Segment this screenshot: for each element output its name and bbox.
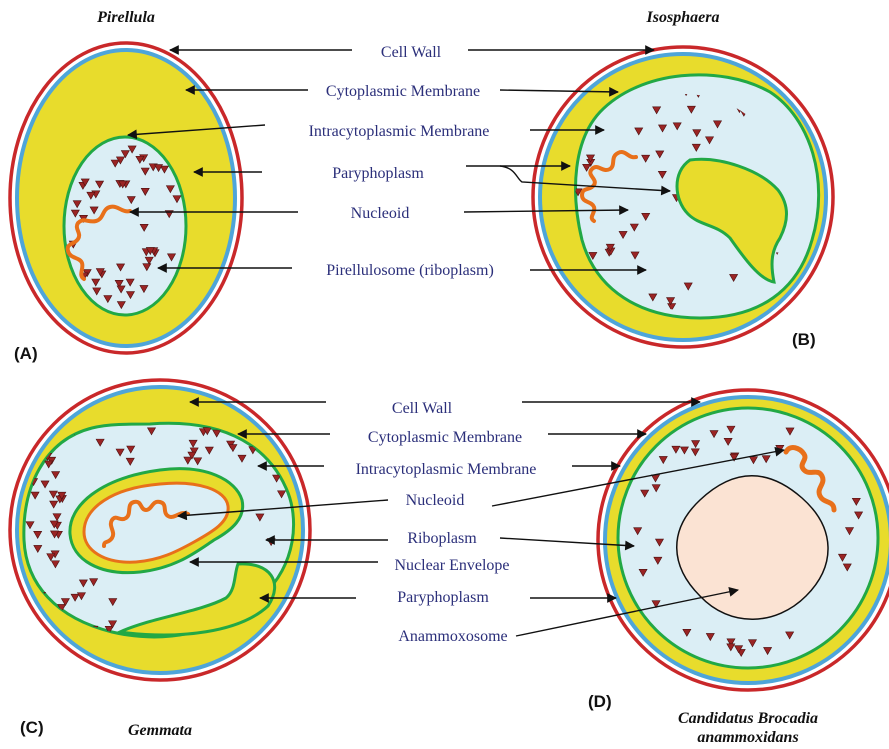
- organism-name-d-line2: anammoxidans: [697, 729, 798, 746]
- organism-name-d-line1: Candidatus Brocadia: [678, 710, 818, 727]
- label-nucleoid-top: Nucleoid: [351, 205, 410, 222]
- label-cytoplasmic-membrane-top: Cytoplasmic Membrane: [326, 83, 480, 100]
- panel-c-cell: [10, 380, 310, 680]
- panel-label-c: (C): [20, 718, 44, 737]
- ribosome-icon: [27, 632, 35, 639]
- label-riboplasm-bottom: Riboplasm: [407, 530, 477, 547]
- panel-label-d: (D): [588, 692, 612, 711]
- pirellulosome-a: [64, 137, 186, 315]
- panel-label-a: (A): [14, 344, 38, 363]
- label-intracytoplasmic-membrane-bottom: Intracytoplasmic Membrane: [356, 461, 537, 478]
- organism-name-a: Pirellula: [96, 9, 155, 26]
- panel-d-cell: [598, 390, 889, 690]
- label-paryphoplasm-bottom: Paryphoplasm: [397, 589, 489, 606]
- organism-name-c: Gemmata: [128, 722, 192, 739]
- label-cell-wall-bottom: Cell Wall: [392, 400, 453, 417]
- label-nuclear-envelope-bottom: Nuclear Envelope: [394, 557, 509, 574]
- label-intracytoplasmic-membrane-top: Intracytoplasmic Membrane: [309, 123, 490, 140]
- label-anammoxosome-bottom: Anammoxosome: [398, 628, 507, 645]
- ribosome-icon: [30, 432, 38, 439]
- label-pirellulosome-top: Pirellulosome (riboplasm): [326, 262, 494, 279]
- label-paryphoplasm-top: Paryphoplasm: [332, 165, 424, 182]
- panel-label-b: (B): [792, 330, 816, 349]
- label-nucleoid-bottom: Nucleoid: [406, 492, 465, 509]
- organism-name-b: Isosphaera: [646, 9, 720, 26]
- ribosome-icon: [285, 634, 293, 641]
- label-cell-wall-top: Cell Wall: [381, 44, 442, 61]
- label-cytoplasmic-membrane-bottom: Cytoplasmic Membrane: [368, 429, 522, 446]
